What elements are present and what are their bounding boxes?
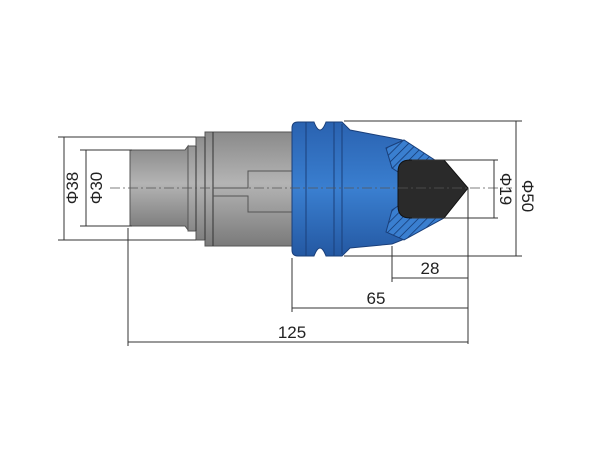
- dim-l125-label: 125: [278, 323, 306, 342]
- dim-d38-label: Φ38: [63, 172, 82, 204]
- carbide-tip: [397, 159, 469, 219]
- dim-l28-label: 28: [421, 259, 440, 278]
- shank-body: [187, 131, 293, 247]
- dim-l65-label: 65: [367, 289, 386, 308]
- shank-slot: [213, 170, 292, 213]
- dim-d50-label: Φ50: [518, 180, 537, 212]
- dim-d19-label: Φ19: [496, 173, 515, 205]
- dim-d30-label: Φ30: [87, 172, 106, 204]
